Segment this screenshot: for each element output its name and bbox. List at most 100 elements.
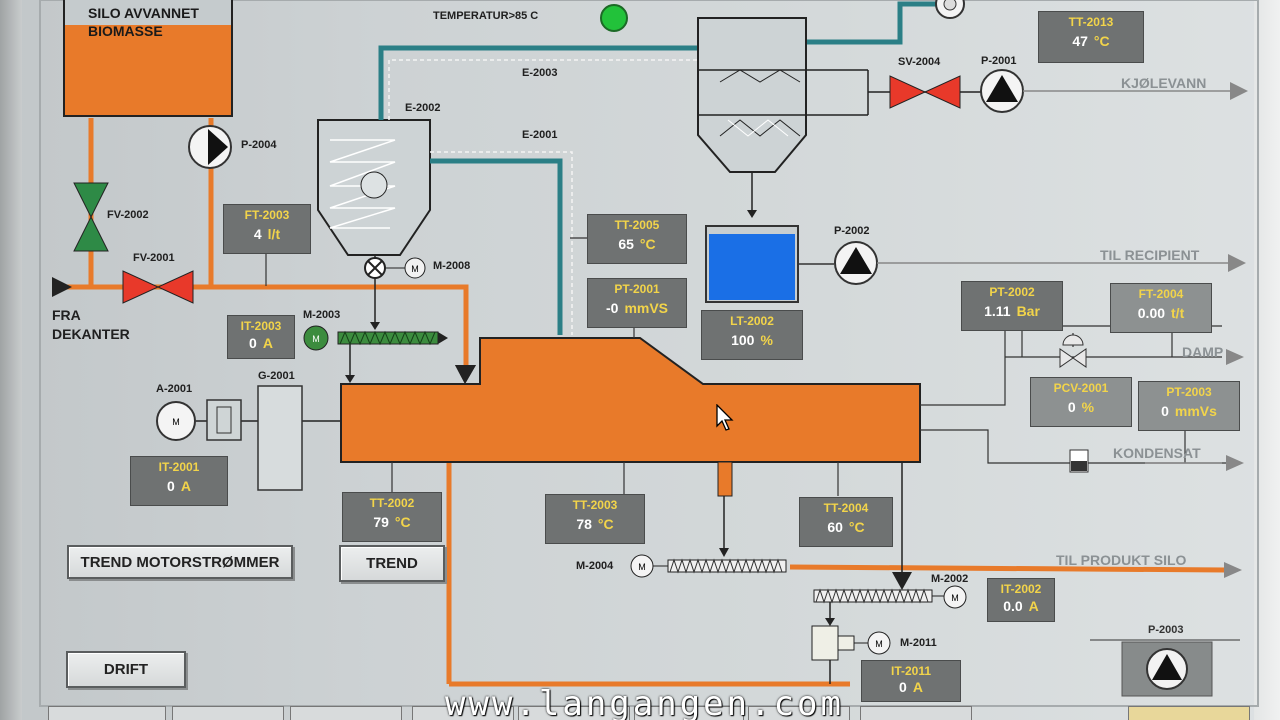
p2009-pump-top[interactable] — [935, 0, 965, 19]
pt2002-unit: Bar — [1016, 303, 1040, 319]
it2003-tag: IT-2003 — [240, 319, 282, 333]
e2002-label: E-2002 — [405, 102, 441, 114]
e2002-separator[interactable] — [317, 119, 431, 256]
m2004-screw-conveyor[interactable]: M — [630, 554, 787, 578]
pcv2001-box[interactable]: PCV-2001 0% — [1030, 377, 1132, 427]
ft2004-tag: FT-2004 — [1138, 287, 1184, 301]
svg-text:M: M — [411, 264, 419, 274]
tt2002-tag: TT-2002 — [369, 496, 415, 510]
p2001-pump[interactable] — [980, 69, 1024, 113]
pt2003-unit: mmVs — [1174, 403, 1217, 419]
pcv2001-value: 0 — [1067, 399, 1076, 415]
pcv2001-valve[interactable] — [1059, 334, 1087, 368]
dryer-body[interactable] — [340, 337, 921, 463]
pt2002-value: 1.11 — [984, 303, 1011, 319]
ft2003-unit: l/t — [267, 226, 281, 242]
temperature-label: TEMPERATUR>85 C — [433, 10, 539, 22]
p2004-pump[interactable] — [188, 125, 232, 169]
taskbar-button-8[interactable] — [860, 706, 972, 720]
m2008-valve[interactable] — [364, 257, 386, 279]
taskbar-button-7[interactable] — [748, 706, 850, 720]
m2011-rotary-valve[interactable]: M — [811, 625, 891, 661]
ft2004-unit: t/t — [1171, 305, 1185, 321]
fv2001-label: FV-2001 — [133, 252, 175, 264]
damp-label: DAMP — [1182, 344, 1224, 360]
trend-motorstrommer-button[interactable]: TREND MOTORSTRØMMER — [67, 545, 293, 579]
tt2003-unit: °C — [597, 516, 614, 532]
sv2004-valve[interactable] — [889, 75, 961, 109]
ft2003-value: 4 — [253, 226, 262, 242]
tt2004-box[interactable]: TT-2004 60°C — [799, 497, 893, 547]
m2011-label: M-2011 — [900, 637, 937, 649]
silo-label-line1: SILO AVVANNET — [88, 5, 199, 21]
taskbar-button-9[interactable] — [1128, 706, 1250, 720]
m2003-label: M-2003 — [303, 309, 341, 321]
p2002-label: P-2002 — [834, 225, 870, 237]
sv2004-label: SV-2004 — [898, 56, 941, 68]
tt2013-box[interactable]: TT-2013 47°C — [1038, 11, 1144, 63]
a2001-label: A-2001 — [156, 383, 193, 395]
it2003-unit: A — [262, 335, 273, 351]
taskbar-button-3[interactable] — [290, 706, 402, 720]
g2001-gearbox[interactable] — [257, 385, 303, 491]
it2002-unit: A — [1028, 598, 1039, 614]
p2003-panel[interactable] — [1090, 639, 1240, 697]
svg-text:M: M — [172, 417, 180, 427]
taskbar-button-5[interactable] — [518, 706, 630, 720]
tt2003-box[interactable]: TT-2003 78 °C — [545, 494, 645, 544]
it2002-value: 0.0 — [1003, 598, 1023, 614]
fv2002-valve[interactable] — [73, 182, 109, 252]
it2011-value: 0 — [899, 679, 907, 695]
lt2002-tag: LT-2002 — [730, 314, 774, 328]
pcv2001-unit: % — [1081, 399, 1095, 415]
e2003-condenser[interactable] — [697, 17, 869, 173]
taskbar-button-6[interactable] — [634, 706, 744, 720]
lt2002-unit: % — [760, 332, 773, 348]
lt2002-box[interactable]: LT-2002 100% — [701, 310, 803, 360]
trend-button[interactable]: TREND — [339, 545, 445, 582]
kondensat-label: KONDENSAT — [1113, 445, 1201, 461]
dekanter-label: DEKANTER — [52, 326, 130, 342]
silo-label-line2: BIOMASSE — [88, 23, 163, 39]
tt2005-box[interactable]: TT-2005 65°C — [587, 214, 687, 264]
silo-label: SILO AVVANNET BIOMASSE — [88, 4, 199, 40]
pt2002-tag: PT-2002 — [989, 285, 1035, 299]
fv2001-valve[interactable] — [122, 270, 194, 304]
tt2005-value: 65 — [618, 236, 634, 252]
m2008-motor[interactable]: M — [404, 257, 426, 279]
lt2002-value: 100 — [731, 332, 755, 348]
tt2003-value: 78 — [576, 516, 592, 532]
it2002-box[interactable]: IT-2002 0.0 A — [987, 578, 1055, 622]
it2002-tag: IT-2002 — [1000, 582, 1042, 596]
m2002-screw-conveyor[interactable]: M — [813, 585, 967, 609]
silo-biomasse — [63, 0, 233, 117]
dryer-outlet — [717, 461, 733, 497]
mouse-cursor-icon — [716, 404, 734, 431]
fra-label: FRA — [52, 307, 81, 323]
svg-text:M: M — [951, 593, 959, 603]
tt2003-tag: TT-2003 — [572, 498, 618, 512]
taskbar-button-2[interactable] — [172, 706, 284, 720]
taskbar-button-4[interactable] — [412, 706, 514, 720]
svg-text:M: M — [638, 562, 646, 572]
tt2002-box[interactable]: TT-2002 79°C — [342, 492, 442, 542]
p2004-label: P-2004 — [241, 139, 277, 151]
inlet-arrow — [52, 277, 72, 297]
tt2004-value: 60 — [827, 519, 843, 535]
fv2002-label: FV-2002 — [107, 209, 149, 221]
drift-button[interactable]: DRIFT — [66, 651, 186, 688]
pt2003-tag: PT-2003 — [1166, 385, 1212, 399]
a2001-motor[interactable]: M — [156, 401, 196, 441]
p2002-pump[interactable] — [834, 241, 878, 285]
it2011-tag: IT-2011 — [890, 664, 932, 678]
m2003-screw-conveyor[interactable]: M — [303, 325, 448, 351]
taskbar-button-1[interactable] — [48, 706, 166, 720]
pt2002-box[interactable]: PT-2002 1.11 Bar — [961, 281, 1063, 331]
